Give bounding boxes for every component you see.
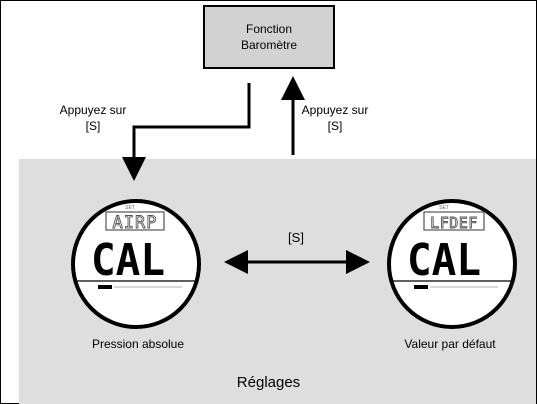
section-title: Réglages <box>236 374 301 391</box>
left-watch-caption: Pression absolue <box>91 337 185 351</box>
svg-text:SET: SET <box>439 205 449 211</box>
left-watch-main-text: CAL <box>91 235 165 286</box>
left-watch-display: SET AIRP CAL <box>71 199 201 329</box>
left-arrow-label: Appuyez sur [S] <box>58 102 128 134</box>
right-watch-caption: Valeur par défaut <box>404 337 496 351</box>
barometer-function-box: Fonction Baromètre <box>203 5 335 69</box>
right-watch-main-text: CAL <box>407 235 481 286</box>
box-line1: Fonction <box>245 22 293 36</box>
box-line2: Baromètre <box>240 38 298 52</box>
svg-text:SET: SET <box>125 205 135 211</box>
middle-s-label: [S] <box>288 230 304 245</box>
right-arrow-label-line2: [S] <box>327 119 343 133</box>
right-watch-display: SET LFDEF CAL <box>387 199 517 329</box>
left-arrow-label-line2: [S] <box>85 119 101 133</box>
press-s-arrow-left <box>122 83 251 181</box>
right-arrow-label-line1: Appuyez sur <box>301 103 369 117</box>
left-arrow-label-line1: Appuyez sur <box>59 103 127 117</box>
left-watch-top-text: AIRP <box>113 213 158 233</box>
right-arrow-label: Appuyez sur [S] <box>300 102 370 134</box>
right-watch-top-text: LFDEF <box>430 214 478 232</box>
